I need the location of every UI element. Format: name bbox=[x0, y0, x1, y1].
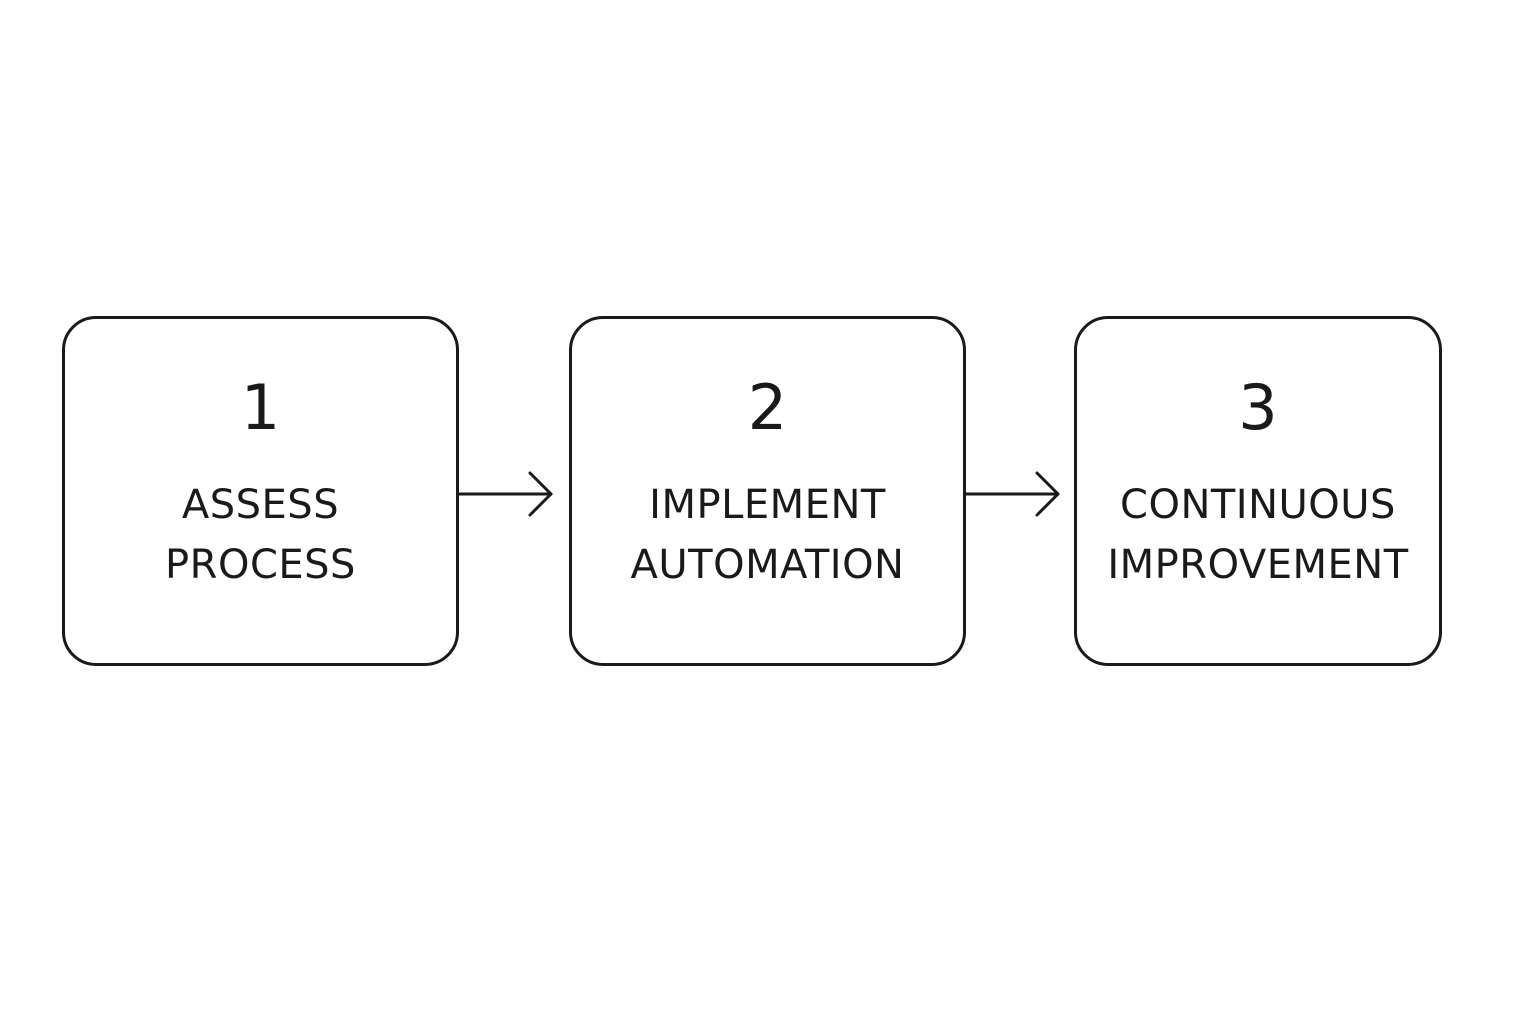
arrow-right-icon bbox=[459, 470, 563, 518]
step-label-line: IMPROVEMENT bbox=[1107, 542, 1409, 588]
step-number: 3 bbox=[1238, 371, 1278, 444]
step-label-line: CONTINUOUS bbox=[1120, 482, 1396, 528]
step-label: IMPLEMENT AUTOMATION bbox=[572, 475, 963, 595]
arrow-right-icon bbox=[966, 470, 1070, 518]
step-label: CONTINUOUS IMPROVEMENT bbox=[1077, 475, 1439, 595]
step-box-assess-process: 1 ASSESS PROCESS bbox=[62, 316, 459, 666]
step-label-line: IMPLEMENT bbox=[649, 482, 886, 528]
step-box-implement-automation: 2 IMPLEMENT AUTOMATION bbox=[569, 316, 966, 666]
step-label-line: AUTOMATION bbox=[630, 542, 905, 588]
step-label: ASSESS PROCESS bbox=[65, 475, 456, 595]
step-label-line: PROCESS bbox=[165, 542, 356, 588]
step-number: 1 bbox=[240, 371, 281, 444]
step-label-line: ASSESS bbox=[181, 482, 340, 528]
step-number: 2 bbox=[747, 371, 788, 444]
step-box-continuous-improvement: 3 CONTINUOUS IMPROVEMENT bbox=[1074, 316, 1442, 666]
